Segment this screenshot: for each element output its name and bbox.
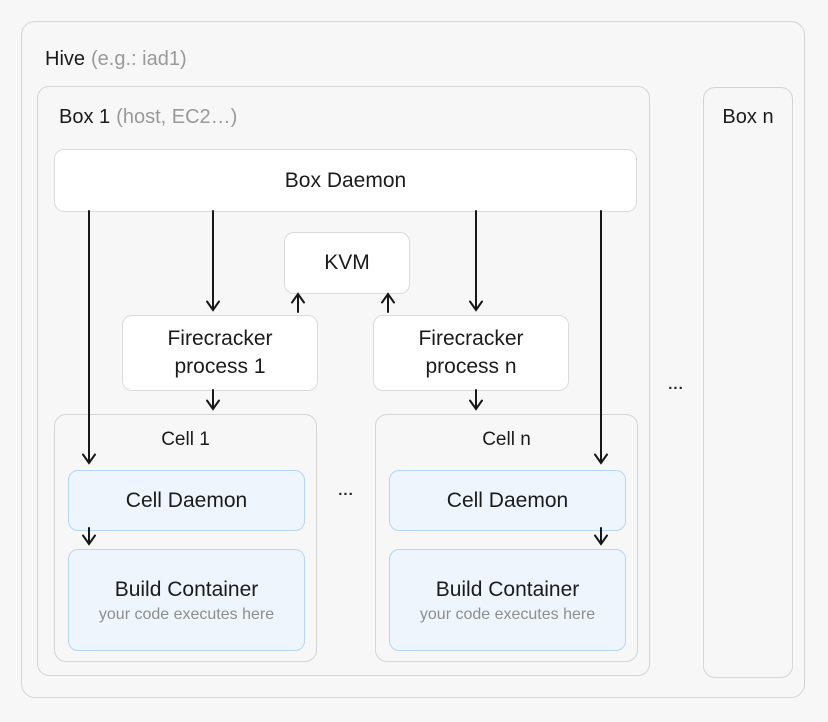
firecracker-1-label-line2: process 1 xyxy=(174,355,266,378)
box-1-title: Box 1 xyxy=(59,106,111,128)
kvm-node: KVM xyxy=(284,232,410,294)
box-daemon-label: Box Daemon xyxy=(284,168,407,192)
cell-1-build-container-node: Build Container your code executes here xyxy=(68,549,305,651)
cell-1-build-subtitle: your code executes here xyxy=(98,605,275,623)
cell-1-daemon-label: Cell Daemon xyxy=(125,488,248,512)
hive-title-row: Hive (e.g.: iad1) xyxy=(45,48,187,71)
cell-n-build-title: Build Container xyxy=(435,577,580,601)
cell-n-build-container-node: Build Container your code executes here xyxy=(389,549,626,651)
cell-n-daemon-label: Cell Daemon xyxy=(446,488,569,512)
firecracker-1-node: Firecracker process 1 xyxy=(122,315,318,391)
ellipsis-between-cells: ... xyxy=(338,482,354,499)
firecracker-n-label-line2: process n xyxy=(425,355,517,378)
box-n-container: Box n xyxy=(703,87,793,678)
box-daemon-node: Box Daemon xyxy=(54,149,637,212)
cell-1-container: Cell 1 Cell Daemon Build Container your … xyxy=(54,414,317,662)
box-1-title-row: Box 1 (host, EC2…) xyxy=(59,106,237,129)
cell-n-build-subtitle: your code executes here xyxy=(419,605,596,623)
cell-1-build-title: Build Container xyxy=(114,577,259,601)
hive-subtitle: (e.g.: iad1) xyxy=(91,48,187,70)
cell-1-title: Cell 1 xyxy=(161,429,210,450)
cell-n-container: Cell n Cell Daemon Build Container your … xyxy=(375,414,638,662)
box-1-subtitle: (host, EC2…) xyxy=(116,106,238,128)
firecracker-n-label-line1: Firecracker xyxy=(418,327,524,350)
kvm-label: KVM xyxy=(324,251,370,274)
box-1-container: Box 1 (host, EC2…) Box Daemon KVM Firecr… xyxy=(37,86,650,676)
ellipsis-between-boxes: ... xyxy=(668,376,684,393)
cell-n-title: Cell n xyxy=(482,429,531,450)
cell-1-daemon-node: Cell Daemon xyxy=(68,470,305,531)
hive-container: Hive (e.g.: iad1) Box 1 (host, EC2…) Box… xyxy=(21,21,805,698)
firecracker-n-node: Firecracker process n xyxy=(373,315,569,391)
cell-n-daemon-node: Cell Daemon xyxy=(389,470,626,531)
firecracker-1-label-line1: Firecracker xyxy=(167,327,273,350)
hive-title: Hive xyxy=(45,48,86,70)
box-n-title: Box n xyxy=(722,106,774,128)
